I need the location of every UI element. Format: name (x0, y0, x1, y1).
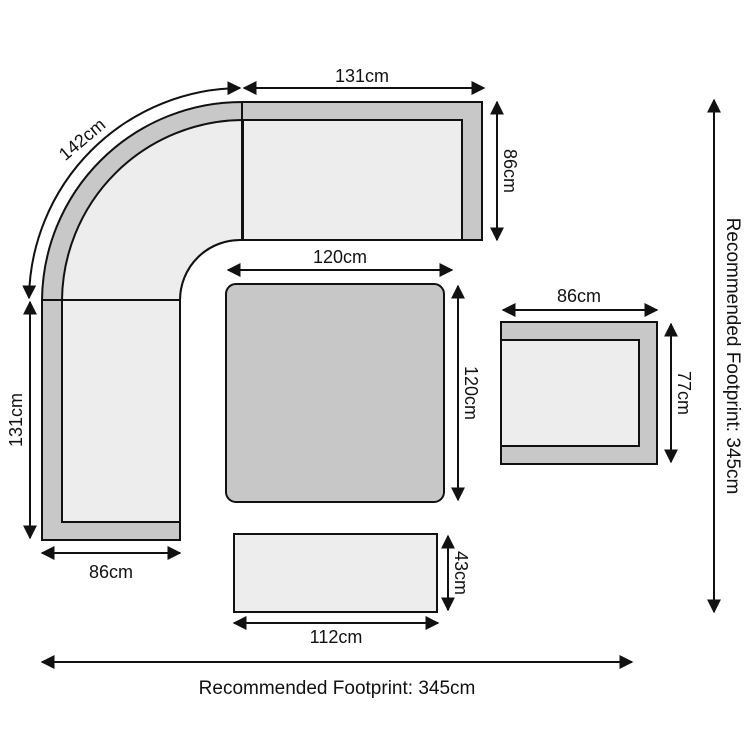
label-stool-width: 112cm (310, 627, 363, 647)
dim-line-corner-arc (22, 81, 242, 300)
footstool (233, 533, 438, 613)
label-stool-depth: 43cm (451, 551, 471, 595)
label-footprint-vertical: Recommended Footprint: 345cm (722, 218, 743, 495)
label-footprint-horizontal: Recommended Footprint: 345cm (199, 678, 476, 699)
sofa-top-section (241, 101, 483, 241)
sofa-top-cushion (242, 119, 463, 241)
label-sofa-top-depth: 86cm (500, 149, 520, 193)
sofa-left-section (41, 299, 181, 541)
label-sofa-top-width: 131cm (335, 66, 389, 86)
label-table-depth: 120cm (461, 366, 481, 420)
armchair (500, 321, 658, 465)
label-corner-arc: 142cm (55, 114, 109, 164)
armchair-cushion (500, 339, 640, 447)
sofa-left-cushion (61, 299, 181, 523)
corner-cushion (60, 118, 243, 301)
label-chair-depth: 77cm (674, 371, 694, 415)
label-sofa-left-width: 86cm (89, 562, 133, 582)
label-chair-width: 86cm (557, 286, 601, 306)
sofa-corner-section (40, 100, 243, 301)
label-sofa-left-height: 131cm (6, 393, 26, 447)
label-table-width: 120cm (313, 247, 367, 267)
coffee-table (225, 283, 445, 503)
